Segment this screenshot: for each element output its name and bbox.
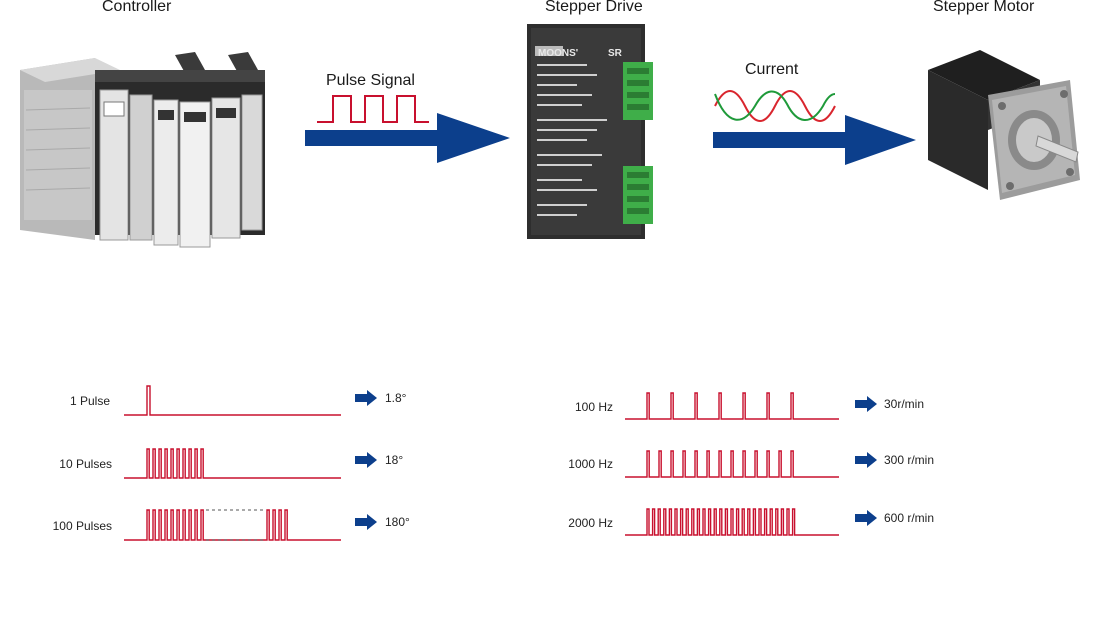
pulse-train-line xyxy=(124,509,341,541)
freq-train-line xyxy=(625,508,839,536)
freq-result: 30r/min xyxy=(884,397,925,411)
result-arrow xyxy=(355,514,377,530)
current-waves xyxy=(714,90,836,122)
pulse-signal-label: Pulse Signal xyxy=(326,72,415,89)
pulse-train-line xyxy=(124,448,341,479)
freq-row-label: 1000 Hz xyxy=(568,457,613,471)
stepper-drive-image xyxy=(527,24,653,239)
pulse-result: 180° xyxy=(385,515,410,529)
freq-train xyxy=(625,450,839,478)
freq-row-label: 2000 Hz xyxy=(568,516,613,530)
freq-row-label: 100 Hz xyxy=(574,400,613,414)
pulse-result: 1.8° xyxy=(385,391,407,405)
stepper-motor-image xyxy=(928,50,1080,200)
pulse-train xyxy=(124,448,341,479)
stepper-drive-label: Stepper Drive xyxy=(545,0,643,15)
pulse-row-label: 10 Pulses xyxy=(59,457,112,471)
result-arrow xyxy=(355,390,377,406)
arrow-controller-to-drive xyxy=(305,113,510,163)
drive-brand-text: MOONS' xyxy=(538,48,579,59)
controller-label: Controller xyxy=(102,0,172,15)
freq-result: 600 r/min xyxy=(884,511,935,525)
result-arrow xyxy=(355,452,377,468)
pulse-result: 18° xyxy=(385,453,404,467)
freq-train-line xyxy=(625,392,839,420)
result-arrow xyxy=(855,510,877,526)
result-arrow xyxy=(855,452,877,468)
pulse-row-label: 1 Pulse xyxy=(69,394,110,408)
freq-train xyxy=(625,508,839,536)
pulse-row-label: 100 Pulses xyxy=(52,519,112,533)
controller-image xyxy=(20,52,265,248)
pulse-signal-wave xyxy=(317,95,429,123)
pulse-train-line xyxy=(124,385,341,416)
result-arrow xyxy=(855,396,877,412)
stepper-motor-label: Stepper Motor xyxy=(933,0,1035,15)
current-label: Current xyxy=(745,61,799,78)
pulse-train xyxy=(124,385,341,416)
drive-model-text: SR xyxy=(608,48,622,59)
arrow-drive-to-motor xyxy=(713,115,916,165)
freq-train xyxy=(625,392,839,420)
freq-train-line xyxy=(625,450,839,478)
freq-result: 300 r/min xyxy=(884,453,935,467)
pulse-train xyxy=(124,509,341,541)
